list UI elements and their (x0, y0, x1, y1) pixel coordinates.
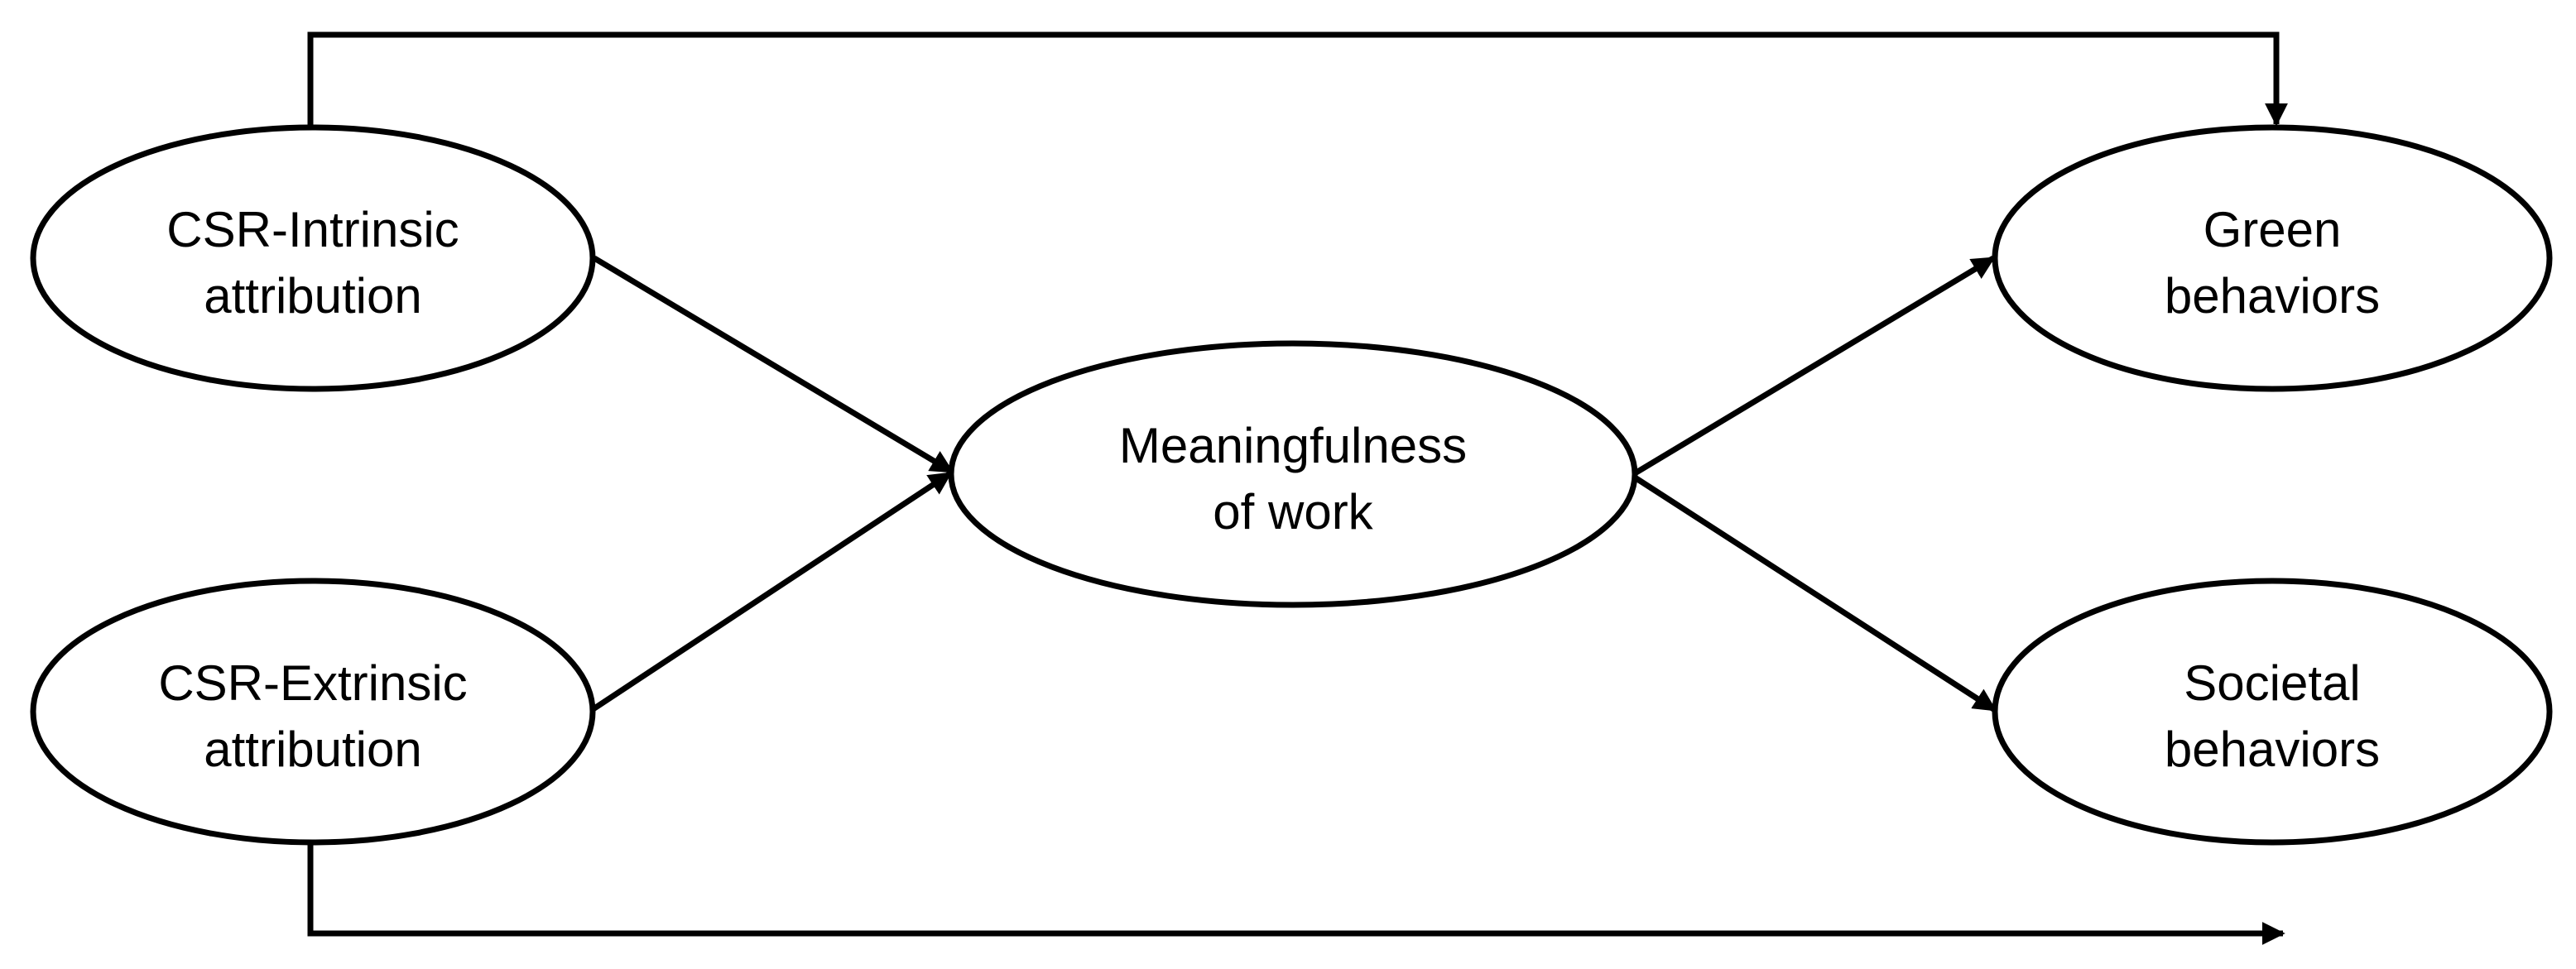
edge-intrinsic-to-green (307, 31, 2288, 127)
node-meaningfulness-line2: of work (1213, 484, 1373, 540)
edge-meaningfulness-to-societal (1633, 475, 1997, 712)
node-csr-intrinsic: CSR-Intrinsic attribution (30, 124, 596, 392)
node-societal-behaviors-line2: behaviors (2165, 722, 2380, 777)
edge-meaningfulness-to-green (1633, 255, 1996, 477)
node-csr-extrinsic: CSR-Extrinsic attribution (30, 578, 596, 846)
node-societal-behaviors-ellipse (1992, 578, 2553, 846)
edge-intrinsic-to-meaningfulness (593, 255, 954, 475)
edge-extrinsic-to-societal (307, 844, 2285, 945)
node-meaningfulness: Meaningfulness of work (948, 340, 1638, 608)
edge-extrinsic-to-meaningfulness (588, 471, 953, 714)
node-csr-extrinsic-line2: attribution (204, 722, 422, 777)
node-societal-behaviors: Societal behaviors (1992, 578, 2553, 846)
node-meaningfulness-ellipse (948, 340, 1638, 608)
node-csr-intrinsic-ellipse (30, 124, 596, 392)
node-csr-extrinsic-ellipse (30, 578, 596, 846)
node-green-behaviors-line1: Green (2204, 202, 2342, 257)
node-green-behaviors-line2: behaviors (2165, 268, 2380, 324)
node-csr-intrinsic-line1: CSR-Intrinsic (166, 202, 459, 257)
node-green-behaviors: Green behaviors (1992, 124, 2553, 392)
node-meaningfulness-line1: Meaningfulness (1119, 418, 1467, 473)
node-societal-behaviors-line1: Societal (2184, 655, 2360, 711)
node-csr-extrinsic-line1: CSR-Extrinsic (158, 655, 467, 711)
node-csr-intrinsic-line2: attribution (204, 268, 422, 324)
node-green-behaviors-ellipse (1992, 124, 2553, 392)
